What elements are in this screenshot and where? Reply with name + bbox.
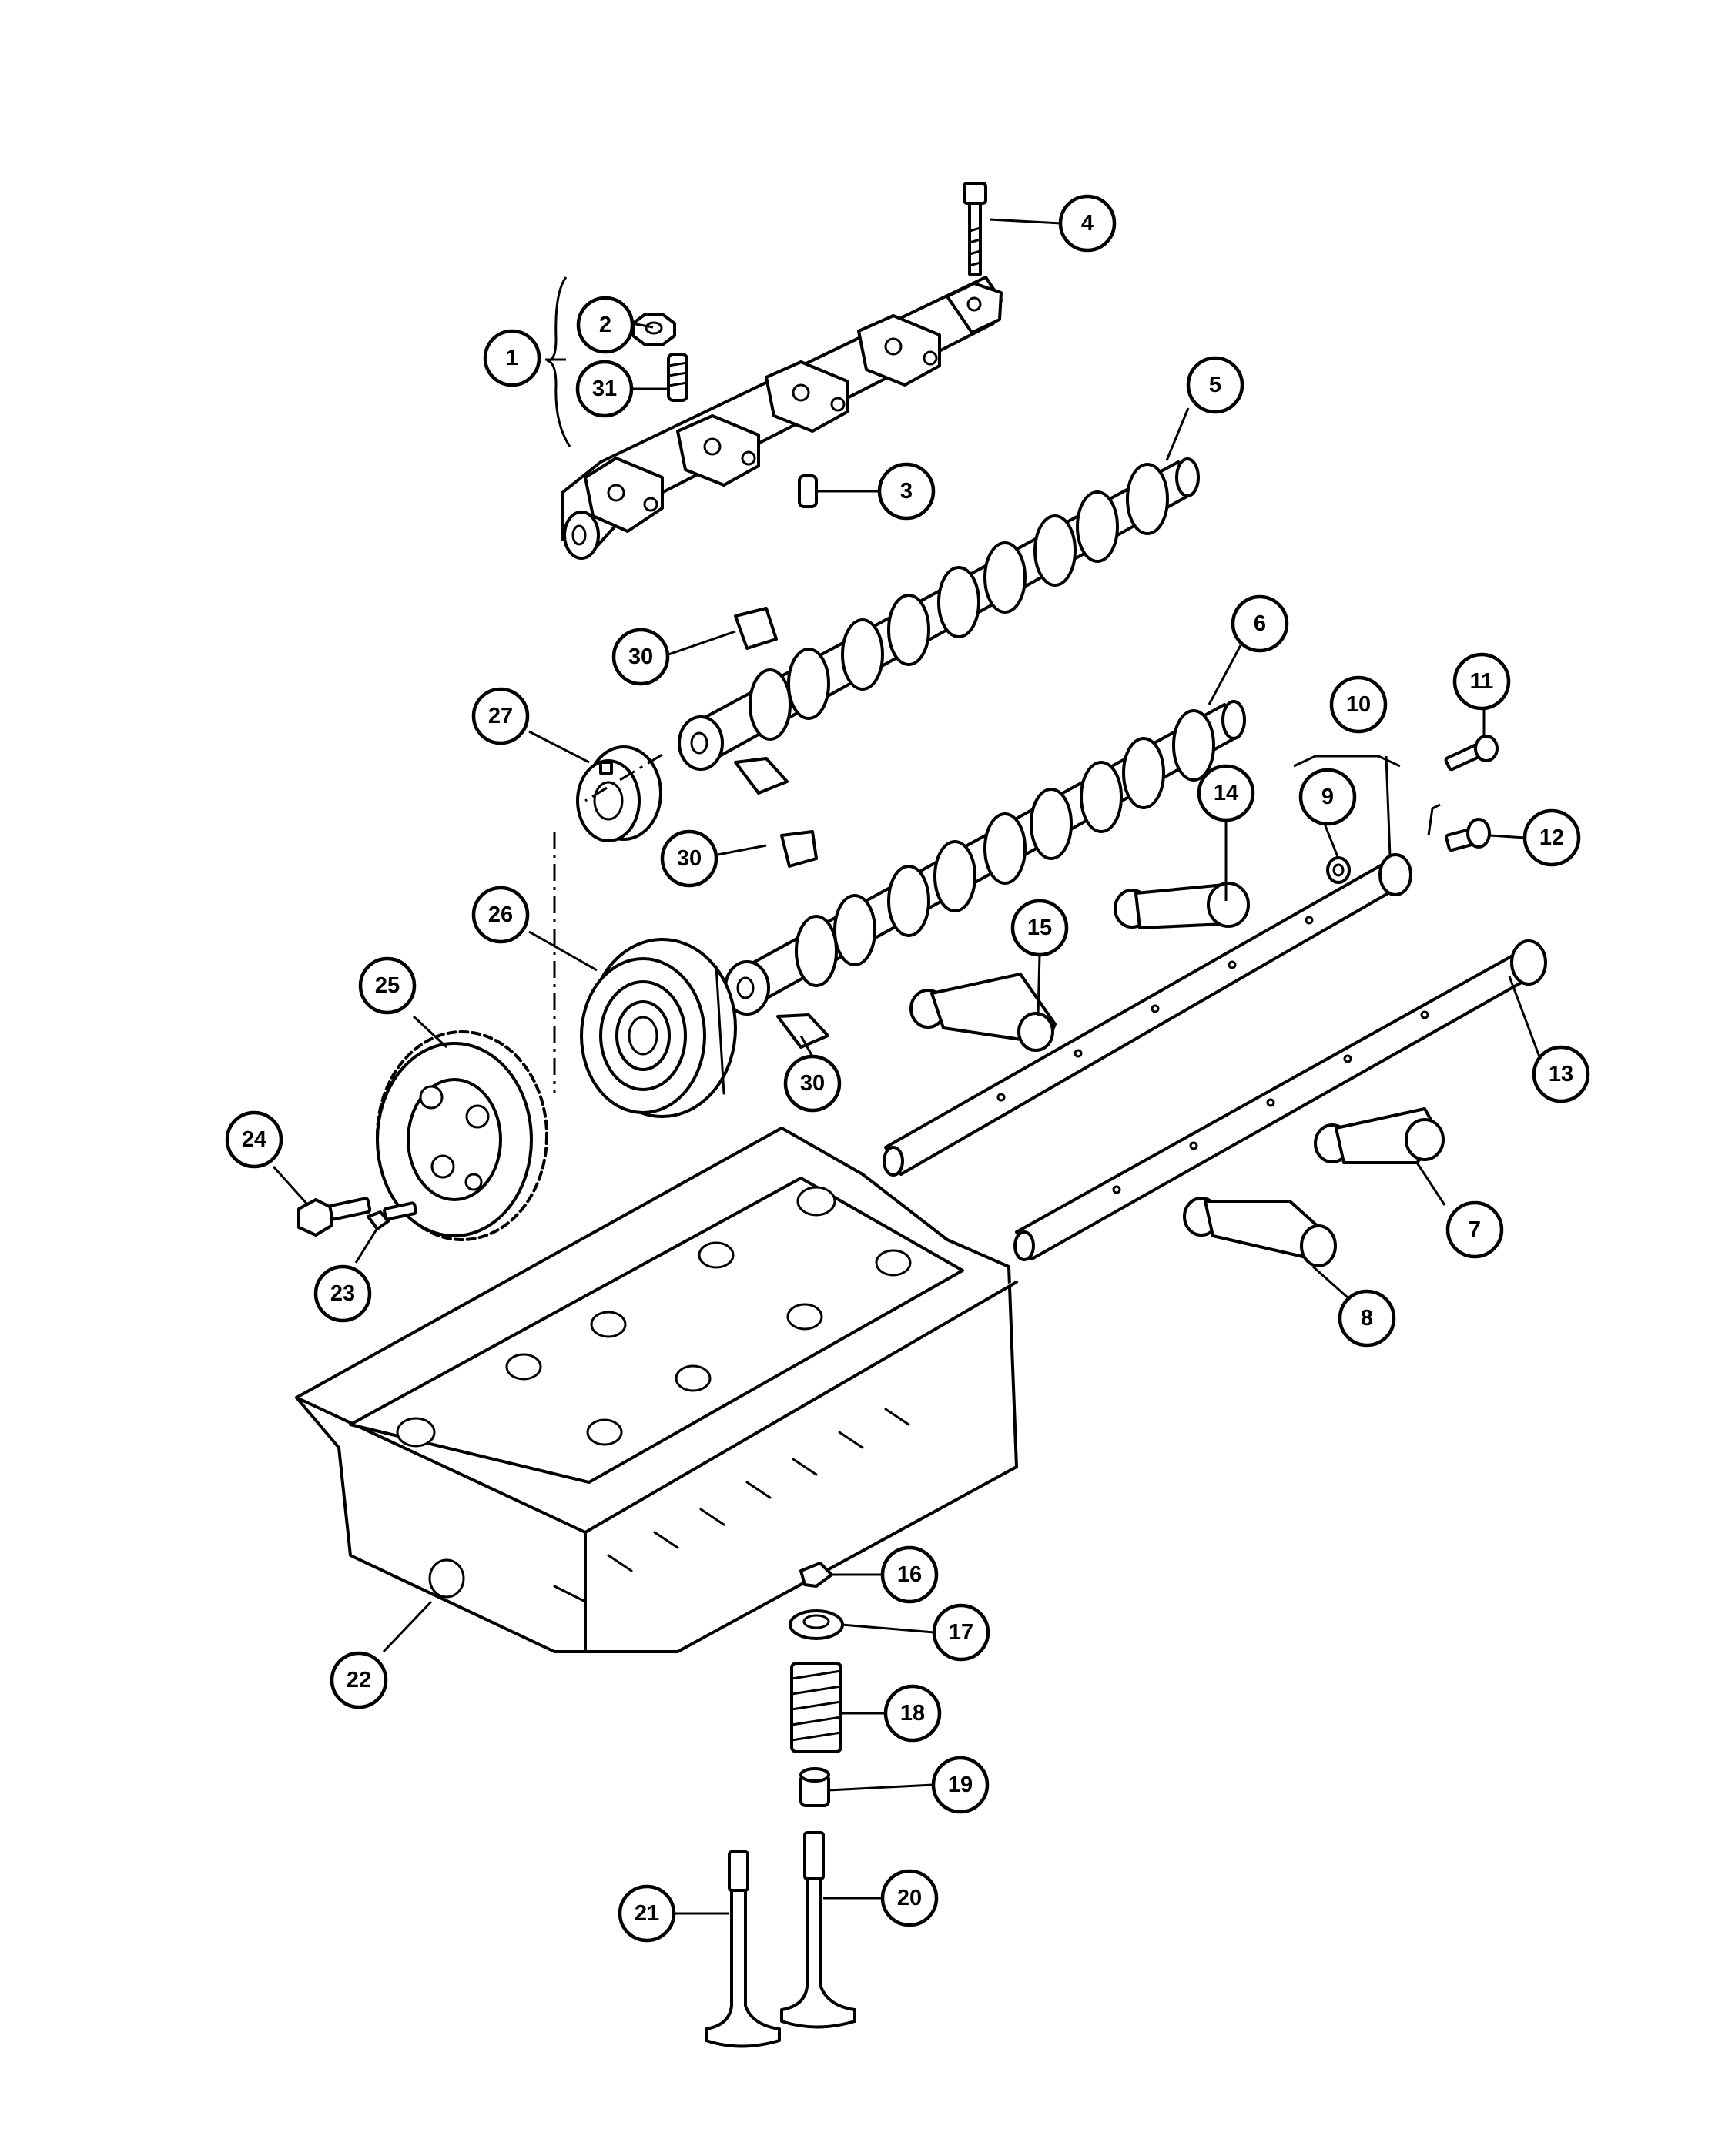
callout-12: 12 (1522, 808, 1581, 867)
bearing-cap-assembly-part-1 (561, 276, 1003, 560)
callout-25: 25 (358, 956, 417, 1015)
camshaft-bearing-part-30a (734, 607, 778, 650)
callout-label: 15 (1027, 916, 1052, 940)
callout-23: 23 (313, 1264, 372, 1323)
callout-16: 16 (880, 1545, 939, 1604)
stud-part-31 (667, 353, 688, 402)
hub-part-27 (576, 745, 662, 842)
callout-label: 11 (1470, 669, 1494, 694)
valve-stem-seal-part-19 (799, 1767, 830, 1807)
bolt-part-24 (297, 1197, 372, 1237)
callout-22: 22 (330, 1651, 388, 1709)
callout-label: 21 (635, 1901, 659, 1926)
valve-part-20 (780, 1831, 856, 2029)
callout-6: 6 (1231, 594, 1289, 653)
leader-lines (272, 218, 1542, 1915)
rocker-arm-part-8 (1183, 1197, 1337, 1267)
valve-part-21 (705, 1850, 781, 2048)
bolt-part-4 (963, 182, 987, 276)
camshaft-bearing-part-30d (776, 1013, 829, 1049)
rocker-arm-part-7 (1314, 1107, 1445, 1164)
callout-label: 6 (1254, 611, 1266, 636)
callout-label: 17 (949, 1620, 973, 1645)
callout-label: 31 (592, 377, 617, 401)
callout-31: 31 (575, 360, 634, 418)
callout-label: 30 (800, 1071, 825, 1096)
rocker-shaft-assembly-part-10 (883, 853, 1412, 1177)
callout-label: 7 (1469, 1217, 1481, 1242)
callout-label: 13 (1549, 1062, 1573, 1086)
callout-15: 15 (1010, 899, 1069, 957)
callout-label: 19 (948, 1773, 973, 1797)
callout-13: 13 (1532, 1045, 1590, 1103)
callout-label: 30 (628, 644, 653, 669)
sprocket-hub-part-26 (580, 938, 737, 1118)
plug-part-12 (1445, 818, 1491, 852)
callout-label: 27 (488, 704, 513, 728)
exhaust-camshaft-part-6 (724, 700, 1246, 1016)
callout-2: 2 (576, 296, 635, 354)
callout-8: 8 (1338, 1289, 1396, 1348)
callout-label: 5 (1209, 373, 1221, 397)
callout-label: 1 (506, 346, 518, 370)
alignment-line-2 (584, 753, 663, 802)
bolt-part-11 (1444, 735, 1499, 772)
callout-label: 26 (488, 902, 513, 927)
intake-camshaft-part-5 (678, 457, 1200, 771)
callout-27: 27 (471, 687, 530, 745)
callout-26: 26 (471, 886, 530, 944)
callout-1: 1 (483, 329, 541, 387)
callout-label: 16 (897, 1562, 922, 1587)
callout-11: 11 (1452, 652, 1511, 711)
callout-7: 7 (1445, 1200, 1504, 1259)
rocker-arm-part-14 (1114, 882, 1250, 929)
spring-retainer-part-17 (789, 1609, 844, 1640)
callout-30c: 30 (783, 1054, 842, 1113)
rocker-arm-part-15 (909, 973, 1057, 1052)
callout-18: 18 (883, 1684, 942, 1743)
callout-label: 3 (900, 479, 913, 504)
cylinder-head-part-22 (295, 1127, 1018, 1653)
callout-label: 12 (1539, 825, 1564, 850)
callout-4: 4 (1058, 194, 1117, 253)
callout-label: 8 (1361, 1306, 1373, 1331)
callout-17: 17 (932, 1603, 990, 1662)
callout-label: 9 (1321, 785, 1334, 809)
washer-part-9 (1326, 856, 1351, 884)
callout-21: 21 (618, 1884, 676, 1943)
callout-label: 2 (599, 313, 611, 337)
callout-label: 20 (897, 1886, 922, 1910)
callout-9: 9 (1298, 768, 1357, 826)
callout-3: 3 (877, 462, 936, 521)
callout-label: 25 (375, 973, 400, 998)
camshaft-bearing-part-30b (734, 757, 789, 795)
dowel-part-3 (798, 474, 818, 508)
callout-label: 14 (1214, 781, 1238, 805)
callout-label: 24 (242, 1127, 266, 1152)
gear-sprocket-part-25 (376, 1030, 548, 1241)
callout-label: 23 (330, 1281, 355, 1306)
callout-label: 30 (677, 846, 702, 871)
bolt-part-23 (367, 1201, 418, 1230)
nut-part-2 (631, 313, 676, 346)
callout-label: 10 (1346, 692, 1371, 717)
callout-5: 5 (1186, 356, 1244, 414)
camshaft-bearing-part-30c (780, 830, 818, 868)
callout-30b: 30 (660, 829, 718, 888)
rocker-shaft-part-13 (1013, 939, 1547, 1261)
callout-label: 18 (900, 1701, 925, 1726)
callout-label: 4 (1081, 211, 1094, 236)
callout-30a: 30 (611, 628, 670, 686)
valve-spring-part-18 (790, 1662, 842, 1753)
callout-14: 14 (1197, 764, 1255, 822)
callout-19: 19 (931, 1756, 990, 1814)
callout-20: 20 (880, 1869, 939, 1927)
callout-label: 22 (347, 1668, 371, 1692)
callout-24: 24 (225, 1110, 283, 1169)
valve-keeper-part-16 (799, 1562, 833, 1588)
callout-10: 10 (1329, 675, 1388, 734)
